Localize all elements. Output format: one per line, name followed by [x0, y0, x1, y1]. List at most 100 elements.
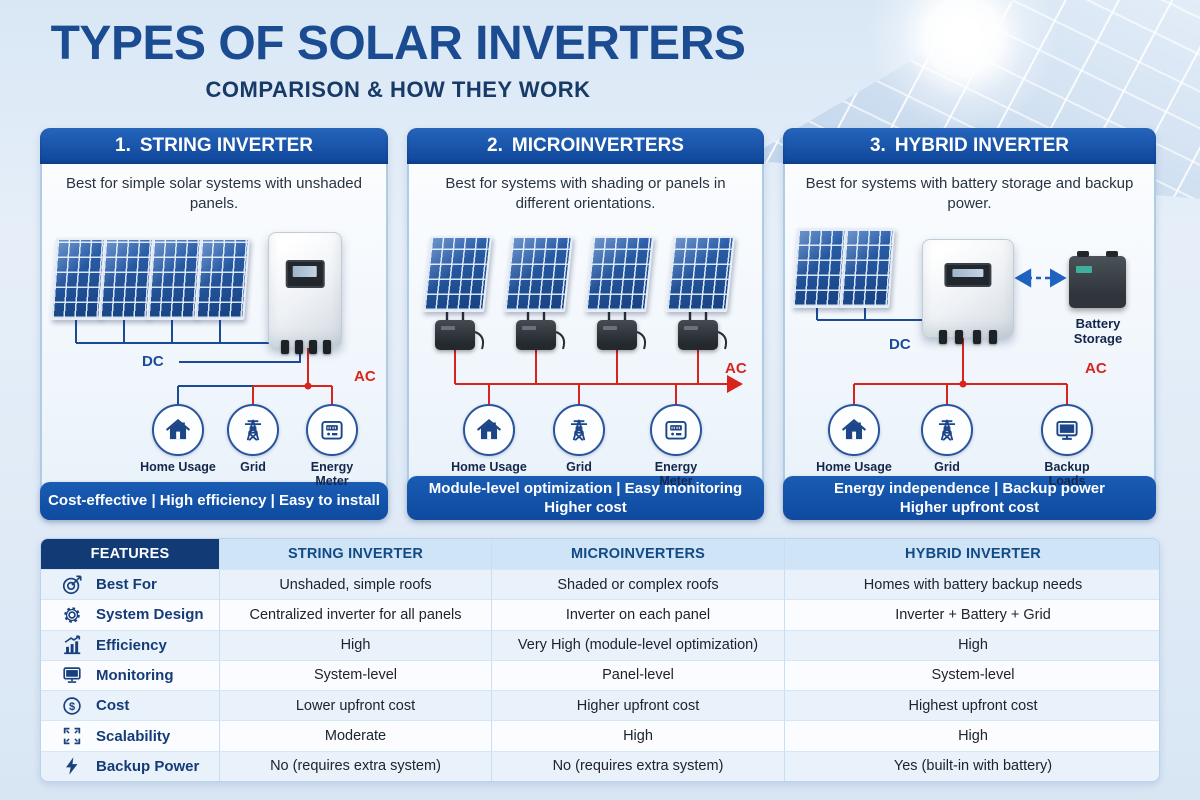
- cell-micro: Inverter on each panel: [491, 599, 784, 630]
- card-header: 2. MICROINVERTERS: [407, 128, 764, 164]
- lightning-icon: [61, 755, 83, 777]
- node-home-usage: Home Usage: [451, 403, 527, 475]
- table-row-scalability: Scalability Moderate High High: [41, 720, 1159, 751]
- node-label: Backup Loads: [1044, 459, 1090, 489]
- node-label: Grid: [566, 459, 592, 474]
- dollar-icon: $: [61, 695, 83, 717]
- ac-label: AC: [1085, 359, 1107, 377]
- string-inverter-diagram: DC AC Home Usage: [42, 214, 386, 488]
- column-header-micro: MICROINVERTERS: [491, 539, 784, 569]
- inverter-screen: [944, 262, 992, 288]
- banner-line: Higher cost: [544, 498, 627, 516]
- feature-label: Backup Power: [96, 757, 200, 775]
- banner-line: Higher upfront cost: [899, 498, 1040, 516]
- card-number: 2.: [487, 135, 503, 156]
- gear-icon: [61, 604, 83, 626]
- bar-chart-icon: [61, 634, 83, 656]
- wiring-diagram: [75, 315, 333, 404]
- node-grid: Grid: [553, 403, 605, 475]
- feature-label: System Design: [96, 606, 204, 624]
- node-label: Energy Meter: [654, 459, 698, 489]
- inverter-screen: [285, 259, 325, 288]
- energy-meter-icon: [321, 420, 343, 440]
- node-grid: Grid: [227, 403, 279, 475]
- grid-tower-icon: [938, 419, 956, 441]
- column-header-string: STRING INVERTER: [219, 539, 491, 569]
- solar-panel: [194, 237, 250, 320]
- expand-icon: [61, 725, 83, 747]
- cell-micro: No (requires extra system): [491, 750, 784, 781]
- feature-label: Efficiency: [96, 636, 167, 654]
- column-header-hybrid: HYBRID INVERTER: [784, 539, 1159, 569]
- grid-tower-icon: [570, 419, 588, 441]
- feature-label: Monitoring: [96, 666, 174, 684]
- cell-micro: Very High (module-level optimization): [491, 629, 784, 660]
- hybrid-inverter-diagram: Battery Storage DC AC Home Usage: [785, 214, 1154, 488]
- card-description: Best for systems with battery storage an…: [805, 175, 1134, 212]
- microinverter-device: [516, 319, 556, 350]
- node-energy-meter: Energy Meter: [650, 403, 702, 490]
- dc-label: DC: [889, 335, 911, 353]
- node-home-usage: Home Usage: [816, 403, 892, 475]
- table-row-backup-power: Backup Power No (requires extra system) …: [41, 750, 1159, 781]
- microinverter-device: [597, 319, 637, 350]
- node-grid: Grid: [921, 403, 973, 475]
- hybrid-inverter-device: [922, 238, 1014, 344]
- cell-hybrid: High: [784, 629, 1159, 660]
- node-label: Grid: [934, 459, 960, 474]
- table-row-best-for: Best For Unshaded, simple roofs Shaded o…: [41, 569, 1159, 600]
- cell-micro: High: [491, 720, 784, 751]
- node-backup-loads: Backup Loads: [1041, 403, 1093, 490]
- monitor-icon: [61, 664, 83, 686]
- card-hybrid-inverter: 3. HYBRID INVERTER Best for systems with…: [783, 128, 1156, 520]
- cell-micro: Shaded or complex roofs: [491, 569, 784, 600]
- house-icon: [477, 418, 501, 439]
- cell-hybrid: Homes with battery backup needs: [784, 569, 1159, 600]
- node-label: Home Usage: [140, 459, 216, 474]
- card-number: 1.: [115, 135, 131, 156]
- cell-string: System-level: [219, 659, 491, 691]
- solar-panel: [503, 235, 573, 312]
- microinverter-device: [435, 319, 475, 350]
- cell-micro: Panel-level: [491, 659, 784, 691]
- solar-panel: [839, 227, 895, 308]
- solar-panel: [584, 235, 654, 312]
- banner-line: Energy independence | Backup power: [834, 479, 1105, 497]
- house-icon: [166, 418, 190, 439]
- energy-meter-icon: [665, 420, 687, 440]
- node-label: Home Usage: [451, 459, 527, 474]
- table-row-system-design: System Design Centralized inverter for a…: [41, 599, 1159, 630]
- card-banner: Cost-effective | High efficiency | Easy …: [40, 482, 388, 520]
- svg-text:$: $: [69, 701, 75, 713]
- banner-line: Module-level optimization | Easy monitor…: [428, 479, 743, 497]
- wiring-diagram: [445, 307, 743, 404]
- battery-storage-device: [1069, 250, 1126, 308]
- card-title: MICROINVERTERS: [511, 135, 684, 156]
- wiring-diagram: [816, 267, 1068, 404]
- table-header-row: FEATURES STRING INVERTER MICROINVERTERS …: [41, 539, 1159, 569]
- card-string-inverter: 1. STRING INVERTER Best for simple solar…: [40, 128, 388, 520]
- card-banner: Module-level optimization | Easy monitor…: [407, 475, 764, 520]
- cell-string: Unshaded, simple roofs: [219, 569, 491, 600]
- card-title: HYBRID INVERTER: [894, 135, 1070, 156]
- node-label: Home Usage: [816, 459, 892, 474]
- solar-panel: [422, 235, 492, 312]
- table-row-efficiency: Efficiency High Very High (module-level …: [41, 629, 1159, 660]
- feature-label: Best For: [96, 576, 157, 594]
- house-icon: [842, 418, 866, 439]
- cell-micro: Higher upfront cost: [491, 690, 784, 721]
- cell-string: No (requires extra system): [219, 750, 491, 781]
- grid-tower-icon: [244, 419, 262, 441]
- backup-loads-monitor-icon: [1056, 420, 1078, 440]
- feature-label: Cost: [96, 697, 130, 715]
- solar-panel: [791, 227, 847, 308]
- ac-label: AC: [725, 359, 747, 377]
- cell-hybrid: High: [784, 720, 1159, 751]
- card-title: STRING INVERTER: [139, 135, 313, 156]
- cell-string: Centralized inverter for all panels: [219, 599, 491, 630]
- node-energy-meter: Energy Meter: [306, 403, 358, 490]
- card-microinverters: 2. MICROINVERTERS Best for systems with …: [407, 128, 764, 520]
- cell-string: High: [219, 629, 491, 660]
- microinverter-device: [678, 319, 718, 350]
